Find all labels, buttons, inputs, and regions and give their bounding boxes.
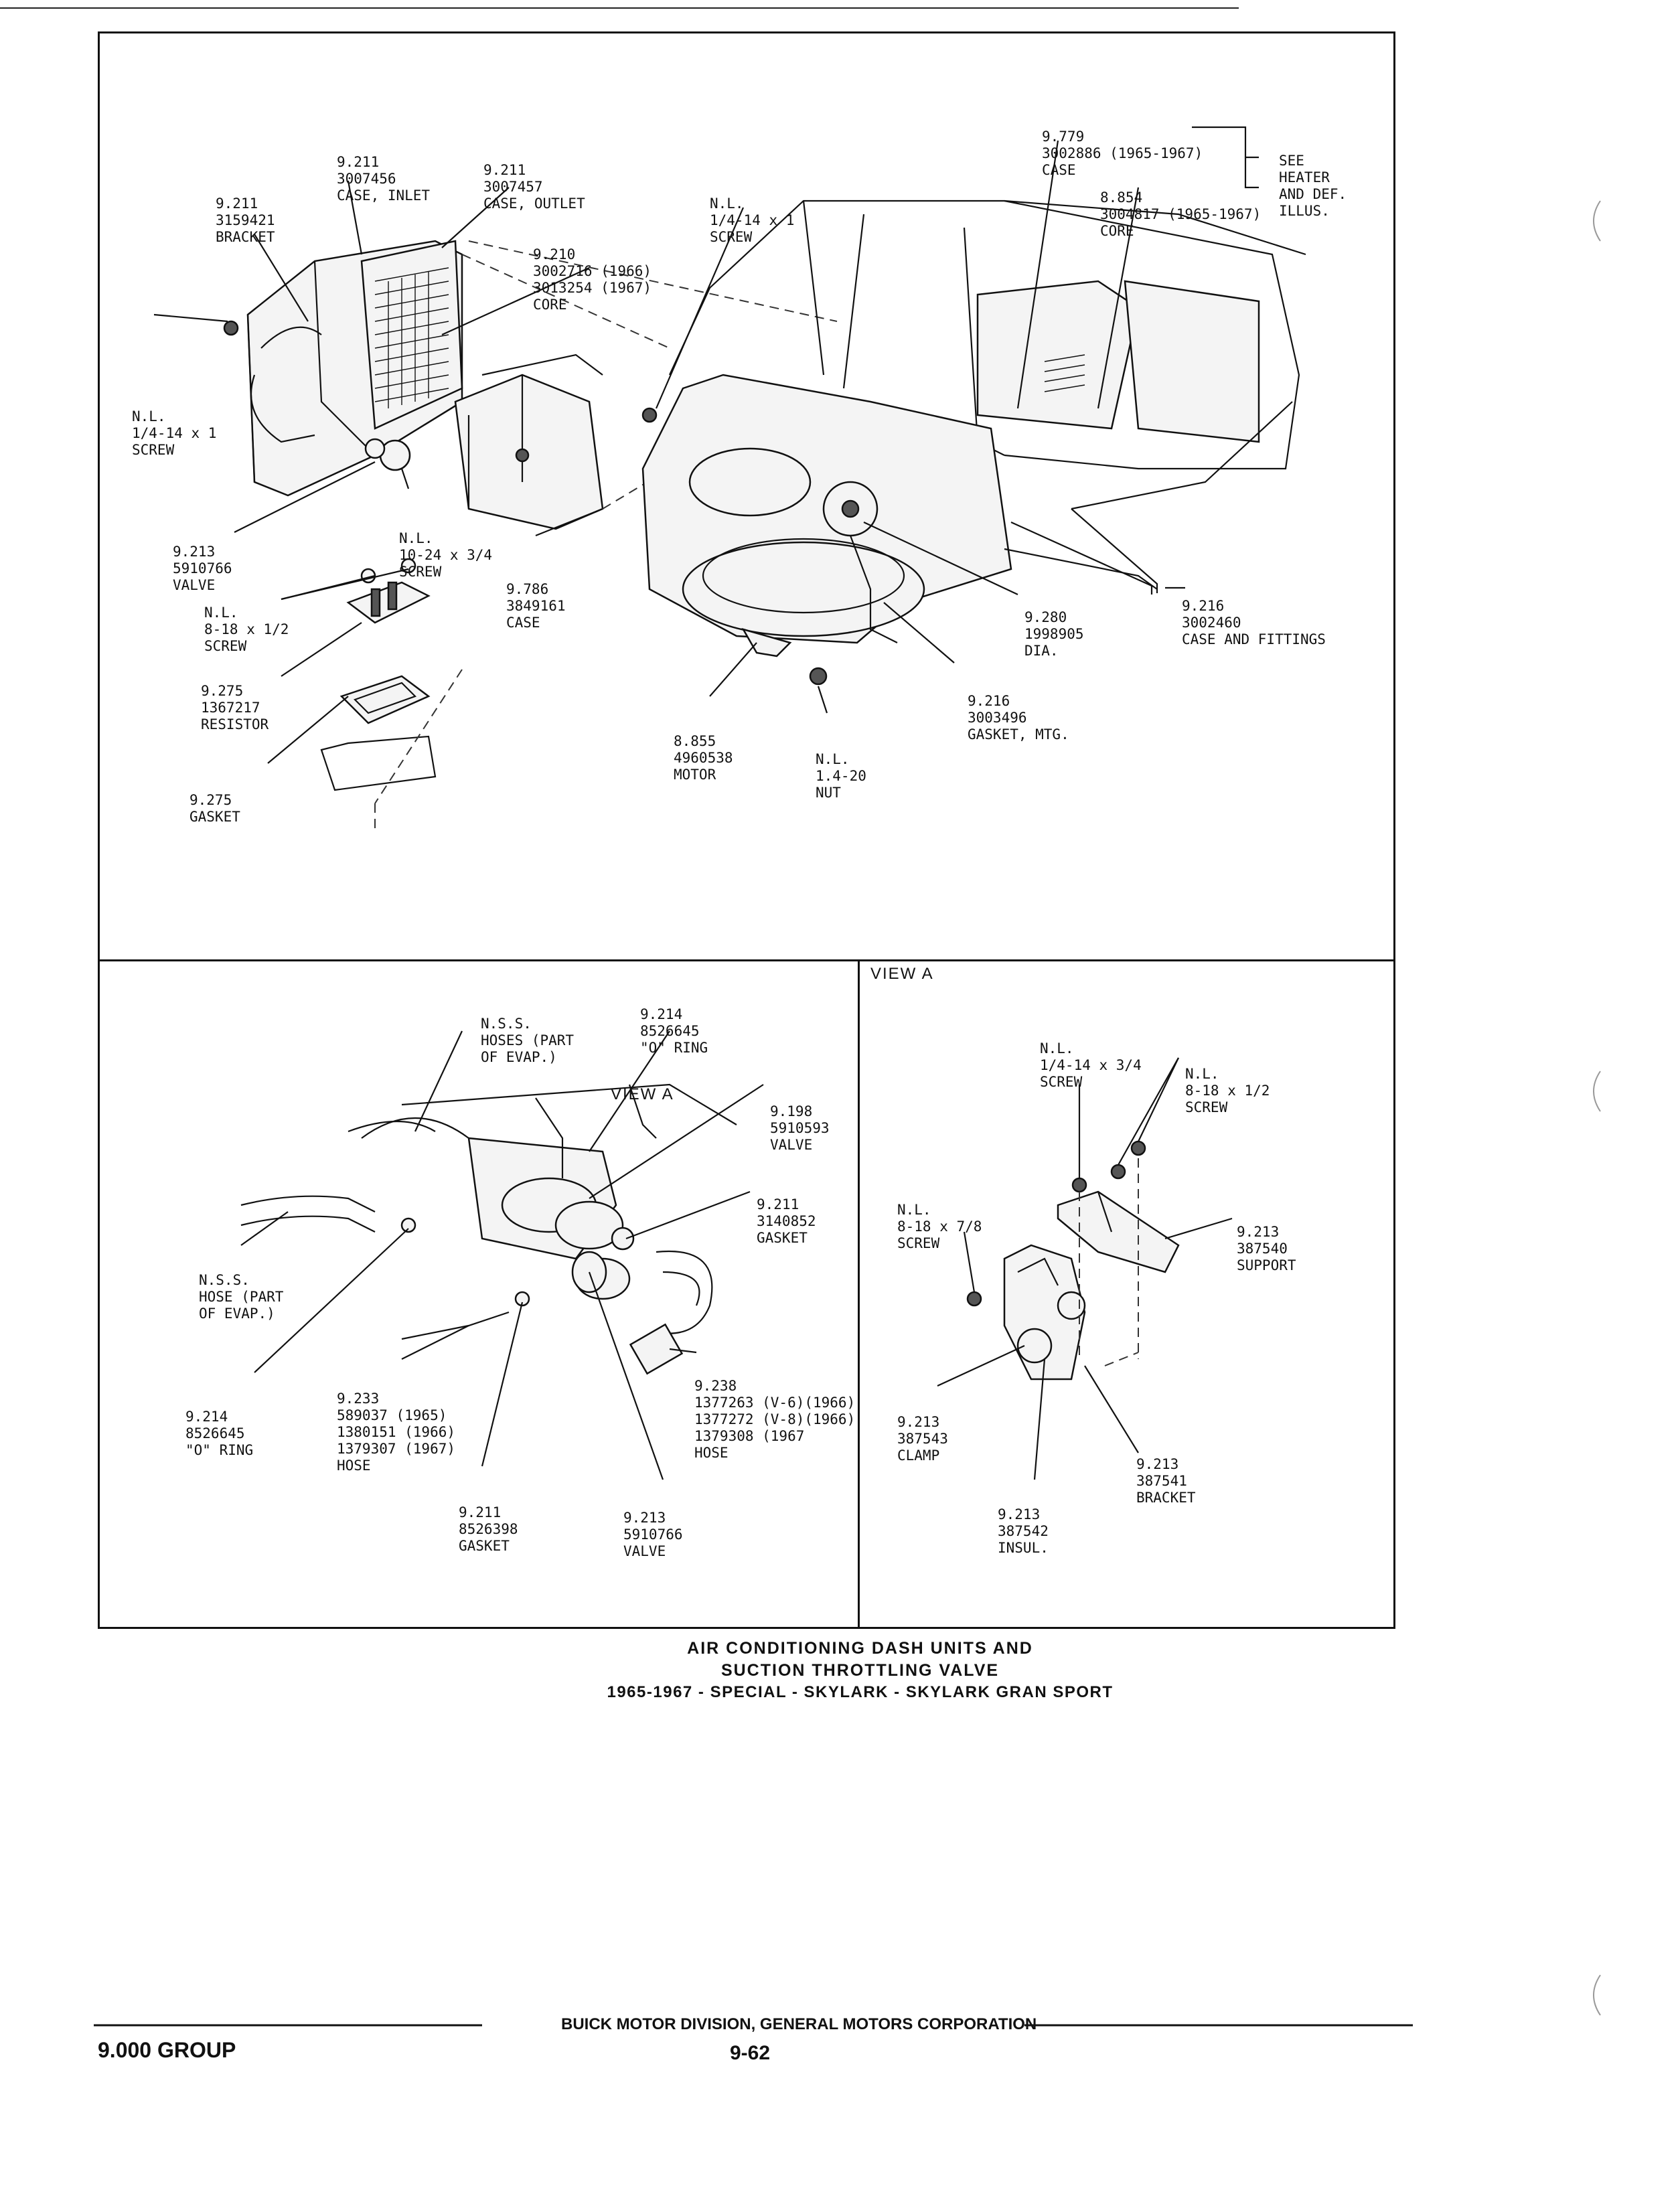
view-a-support-assembly <box>966 1140 1180 1381</box>
label-view-a-arrow: VIEW A <box>611 1085 674 1103</box>
evaporator-case-assembly <box>246 240 463 497</box>
footer-page-number: 9-62 <box>730 2042 771 2064</box>
figure-caption-line-3: 1965-1967 - SPECIAL - SKYLARK - SKYLARK … <box>607 1683 1114 1701</box>
blower-case-9786 <box>454 353 604 530</box>
margin-marks <box>1593 200 1601 2016</box>
bottom-right-panel-frame <box>858 959 1395 1629</box>
dash-structure <box>669 200 1306 510</box>
footer-division: BUICK MOTOR DIVISION, GENERAL MOTORS COR… <box>561 2015 1037 2033</box>
screws-top <box>223 320 828 686</box>
figure-caption-line-2: SUCTION THROTTLING VALVE <box>720 1661 1000 1680</box>
figure-caption-line-1: AIR CONDITIONING DASH UNITS AND <box>687 1639 1033 1658</box>
leader-lines <box>153 126 1259 1480</box>
view-a-title: VIEW A <box>870 965 934 983</box>
blower-housing-large <box>641 374 1012 657</box>
valve-assembly <box>240 1083 737 1375</box>
footer-group: 9.000 GROUP <box>98 2038 236 2062</box>
